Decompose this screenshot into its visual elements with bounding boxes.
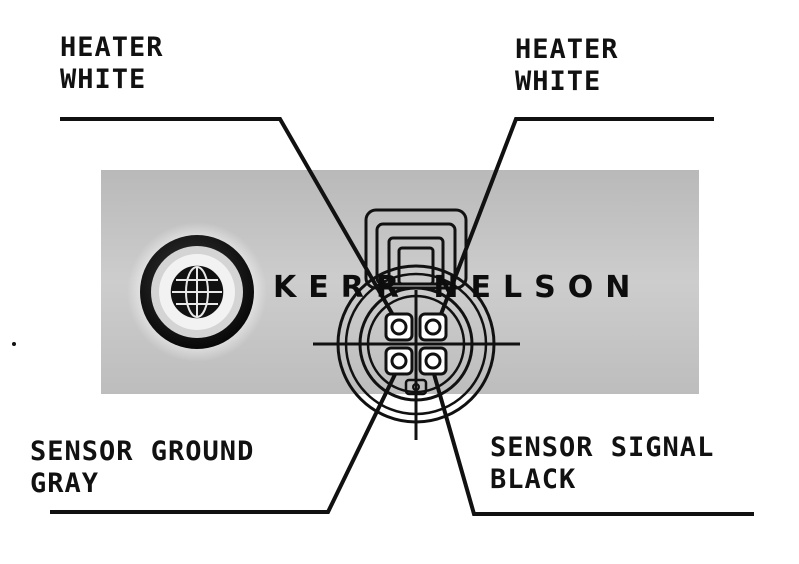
- label-heater-right-line2: WHITE: [515, 66, 602, 97]
- label-heater-right: HEATER WHITE: [515, 34, 619, 98]
- brand-wordmark: KERR NELSON: [273, 270, 643, 305]
- leader-heater-right: [435, 117, 714, 325]
- label-sensor-ground-line2: GRAY: [30, 468, 100, 499]
- label-sensor-signal-line2: BLACK: [490, 464, 577, 495]
- pin-heater-left: [384, 312, 414, 342]
- pin-sensor-signal: [418, 346, 448, 376]
- label-heater-left-line2: WHITE: [60, 64, 147, 95]
- terminal-pins: [384, 312, 448, 376]
- label-sensor-ground: SENSOR GROUND GRAY: [30, 436, 254, 500]
- pin-sensor-ground: [384, 346, 414, 376]
- label-sensor-signal: SENSOR SIGNAL BLACK: [490, 432, 714, 496]
- globe-icon: [170, 265, 224, 319]
- label-sensor-ground-line1: SENSOR GROUND: [30, 436, 255, 467]
- connector-housing: [313, 208, 520, 440]
- label-sensor-signal-line1: SENSOR SIGNAL: [490, 432, 715, 463]
- label-heater-left: HEATER WHITE: [60, 32, 164, 96]
- label-heater-right-line1: HEATER: [515, 34, 619, 65]
- brand-logo: [127, 222, 267, 362]
- label-heater-left-line1: HEATER: [60, 32, 164, 63]
- pin-heater-right: [418, 312, 448, 342]
- stray-dot: [12, 342, 16, 346]
- leader-heater-left: [60, 117, 400, 325]
- leader-sensor-signal: [427, 357, 754, 516]
